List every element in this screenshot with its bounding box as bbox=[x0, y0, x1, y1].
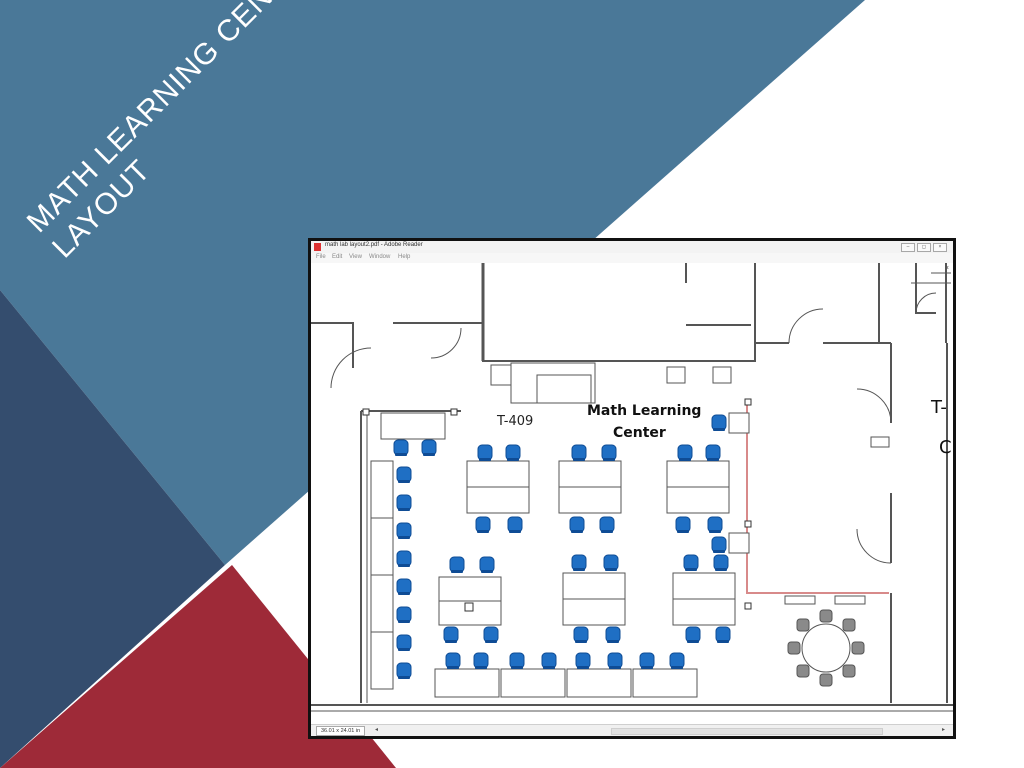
maximize-button[interactable]: ◻ bbox=[917, 243, 931, 252]
walls bbox=[311, 263, 953, 712]
scroll-right-icon[interactable]: ▸ bbox=[941, 727, 945, 733]
navy-panel bbox=[0, 290, 225, 768]
page-size-readout: 36.01 x 24.01 in bbox=[316, 726, 366, 736]
close-window-button[interactable]: × bbox=[933, 243, 947, 252]
scroll-left-icon[interactable]: ◂ bbox=[375, 727, 379, 733]
furniture-top bbox=[380, 362, 732, 440]
crimson-panel bbox=[0, 565, 396, 768]
menu-help[interactable]: Help bbox=[398, 254, 411, 260]
wall-counter bbox=[370, 460, 394, 690]
markers bbox=[362, 398, 752, 612]
status-bar: 36.01 x 24.01 in ◂ ▸ bbox=[311, 724, 953, 736]
round-table bbox=[787, 609, 865, 687]
minimize-button[interactable]: – bbox=[901, 243, 915, 252]
menu-window[interactable]: Window bbox=[369, 254, 391, 260]
menu-bar: File Edit View Window Help × bbox=[311, 253, 953, 272]
adjacent-room-label-2: C bbox=[939, 437, 952, 458]
window-title: math lab layout2.pdf - Adobe Reader bbox=[325, 242, 423, 248]
menu-edit[interactable]: Edit bbox=[332, 254, 343, 260]
adjacent-room-label: T- bbox=[930, 397, 947, 418]
center-label-line2: Center bbox=[613, 425, 666, 441]
pdf-file-icon bbox=[314, 243, 321, 251]
pdf-reader-window[interactable]: math lab layout2.pdf - Adobe Reader – ◻ … bbox=[308, 238, 956, 739]
center-label-line1: Math Learning bbox=[587, 403, 701, 419]
horizontal-scrollbar[interactable] bbox=[611, 728, 883, 735]
student-tables bbox=[434, 412, 890, 698]
menu-file[interactable]: File bbox=[316, 254, 326, 260]
student-chairs bbox=[393, 414, 731, 680]
window-titlebar[interactable]: math lab layout2.pdf - Adobe Reader – ◻ … bbox=[311, 241, 953, 253]
menu-view[interactable]: View bbox=[349, 254, 362, 260]
room-label: T-409 bbox=[496, 414, 533, 429]
partition-line bbox=[746, 403, 889, 594]
floor-plan: T-409 Math Learning Center T- C bbox=[311, 263, 953, 712]
